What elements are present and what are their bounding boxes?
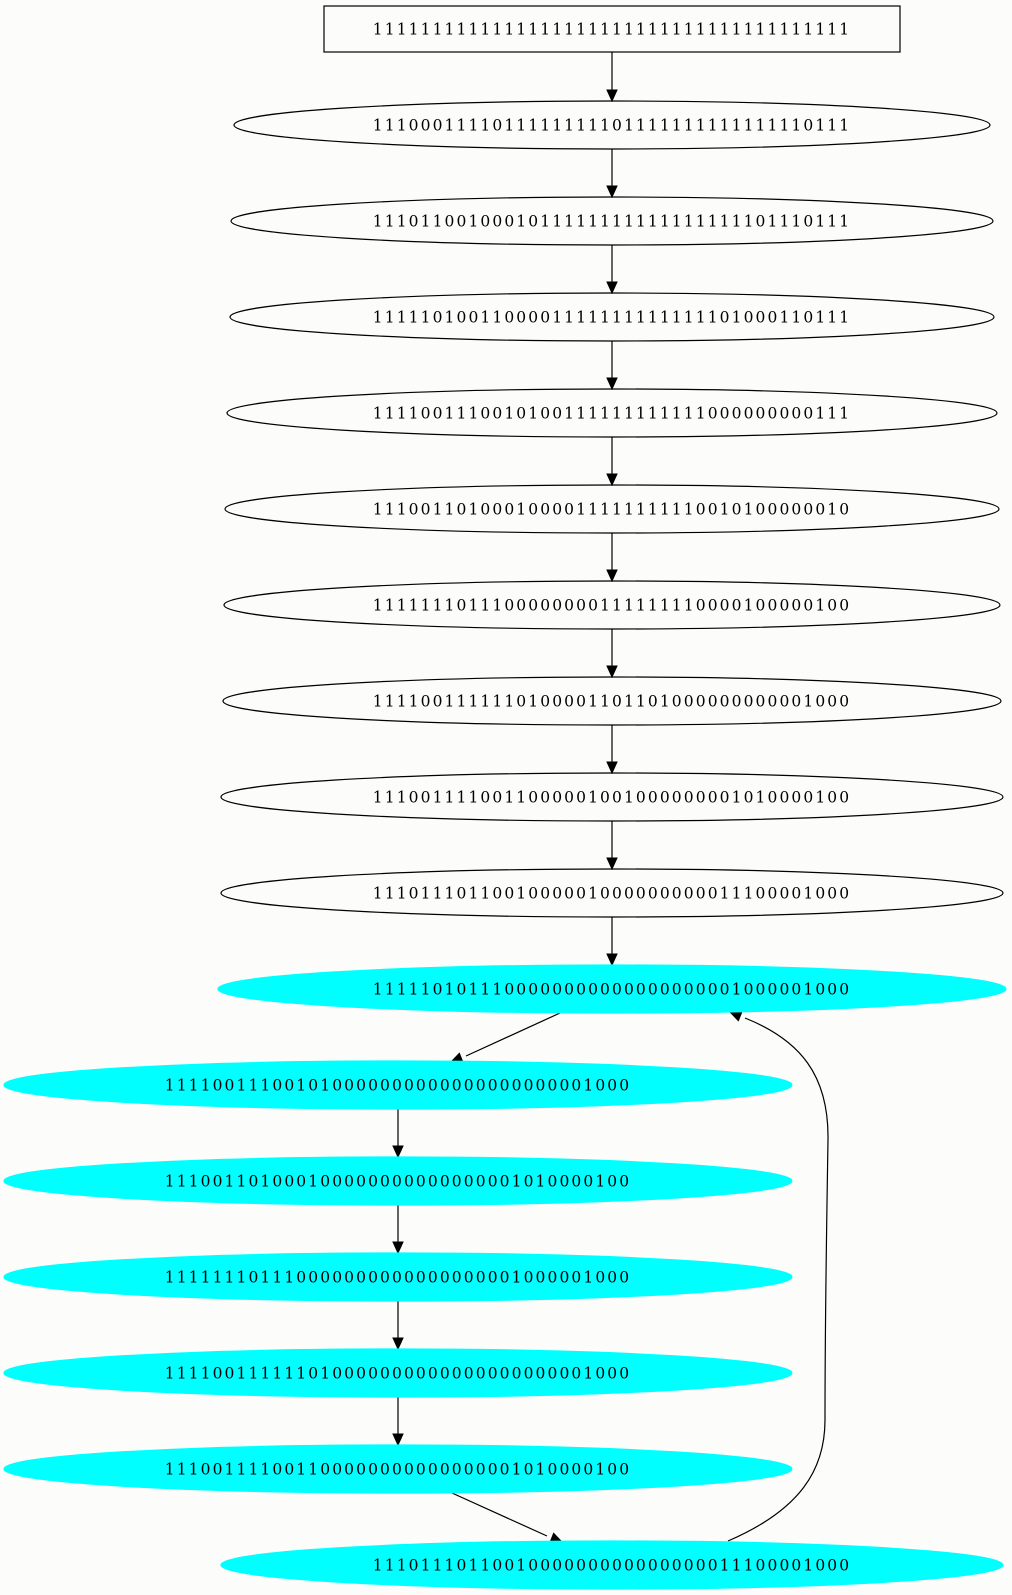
edge-n11-n12 <box>392 1109 404 1159</box>
arrowhead <box>606 281 618 295</box>
arrowhead <box>606 857 618 871</box>
arrowhead <box>606 665 618 679</box>
node-label: 1111001111110100001101101000000000001000 <box>373 693 851 711</box>
node-label: 1110001111011111111101111111111111110111 <box>373 117 851 135</box>
node-label: 1110110010001011111111111111111101110111 <box>373 213 851 231</box>
edge-n10-n11 <box>449 1012 561 1064</box>
nodes-layer: 1111111111111111111111111111111111111111… <box>3 5 1007 1590</box>
arrowhead <box>606 89 618 103</box>
node-label: 1110011110011000001001000000001010000100 <box>373 789 851 807</box>
node-label: 1111111011100000000111111110000100000100 <box>373 597 851 615</box>
node-n16: 1110111011001000000000000000011100001000 <box>220 1540 1004 1590</box>
node-ellipse <box>223 580 1001 630</box>
edge-n2-n3 <box>606 245 618 295</box>
node-ellipse <box>220 868 1004 918</box>
node-ellipse <box>230 196 994 246</box>
node-label: 111001111001100000000000000001010000100 <box>165 1461 632 1479</box>
node-n1: 1110001111011111111101111111111111110111 <box>233 100 991 150</box>
node-ellipse <box>3 1060 793 1110</box>
node-ellipse <box>222 676 1002 726</box>
edge-n9-n10 <box>606 917 618 967</box>
node-ellipse <box>217 964 1007 1014</box>
arrowhead <box>392 1145 404 1159</box>
edge-line <box>465 1012 561 1057</box>
node-n2: 1110110010001011111111111111111101110111 <box>230 196 994 246</box>
node-label: 1111101001100001111111111111101000110111 <box>373 309 851 327</box>
arrowhead <box>392 1337 404 1351</box>
edge-line <box>451 1492 548 1537</box>
node-n13: 111111101110000000000000000001000001000 <box>3 1252 793 1302</box>
edge-n5-n6 <box>606 533 618 583</box>
node-label: 1110011010001000011111111110010100000010 <box>373 501 851 519</box>
arrowhead <box>606 569 618 583</box>
node-n7: 1111001111110100001101101000000000001000 <box>222 676 1002 726</box>
node-n14: 111100111111010000000000000000000001000 <box>3 1348 793 1398</box>
edge-line <box>727 1017 829 1542</box>
node-n3: 1111101001100001111111111111101000110111 <box>229 292 995 342</box>
node-label: 1110111011001000001000000000011100001000 <box>373 885 851 903</box>
edge-n6-n7 <box>606 629 618 679</box>
node-n5: 1110011010001000011111111110010100000010 <box>224 484 1000 534</box>
arrowhead <box>606 377 618 391</box>
node-n11: 111100111001010000000000000000000001000 <box>3 1060 793 1110</box>
node-n6: 1111111011100000000111111110000100000100 <box>223 580 1001 630</box>
edge-n1-n2 <box>606 149 618 199</box>
node-ellipse <box>220 772 1004 822</box>
node-label: 1110111011001000000000000000011100001000 <box>373 1557 851 1575</box>
arrowhead <box>606 953 618 967</box>
arrowhead <box>392 1241 404 1255</box>
node-n8: 1110011110011000001001000000001010000100 <box>220 772 1004 822</box>
node-n15: 111001111001100000000000000001010000100 <box>3 1444 793 1494</box>
node-label: 111001101000100000000000000001010000100 <box>165 1173 632 1191</box>
node-ellipse <box>3 1444 793 1494</box>
node-n4: 1111001110010100111111111111000000000111 <box>226 388 998 438</box>
node-n9: 1110111011001000001000000000011100001000 <box>220 868 1004 918</box>
node-label: 111111101110000000000000000001000001000 <box>165 1269 632 1287</box>
node-label: 1111001110010100111111111111000000000111 <box>373 405 851 423</box>
arrowhead <box>606 761 618 775</box>
edge-n0-n1 <box>606 52 618 103</box>
node-ellipse <box>3 1156 793 1206</box>
edge-n3-n4 <box>606 341 618 391</box>
node-ellipse <box>229 292 995 342</box>
node-n12: 111001101000100000000000000001010000100 <box>3 1156 793 1206</box>
node-ellipse <box>224 484 1000 534</box>
node-label: 111100111001010000000000000000000001000 <box>165 1077 632 1095</box>
arrowhead <box>392 1433 404 1447</box>
node-ellipse <box>226 388 998 438</box>
edges-layer <box>392 52 829 1544</box>
edge-n13-n14 <box>392 1301 404 1351</box>
edge-n14-n15 <box>392 1397 404 1447</box>
edge-n8-n9 <box>606 821 618 871</box>
arrowhead <box>606 473 618 487</box>
node-ellipse <box>3 1348 793 1398</box>
node-ellipse <box>220 1540 1004 1590</box>
edge-n4-n5 <box>606 437 618 487</box>
arrowhead <box>728 1010 743 1022</box>
edge-n15-n16 <box>451 1492 564 1544</box>
node-ellipse <box>3 1252 793 1302</box>
node-label: 111100111111010000000000000000000001000 <box>165 1365 632 1383</box>
node-label: 1111111111111111111111111111111111111111 <box>373 21 851 39</box>
arrowhead <box>606 185 618 199</box>
node-n10: 1111101011100000000000000000001000001000 <box>217 964 1007 1014</box>
node-label: 1111101011100000000000000000001000001000 <box>373 981 851 999</box>
edge-n12-n13 <box>392 1205 404 1255</box>
edge-n7-n8 <box>606 725 618 775</box>
node-ellipse <box>233 100 991 150</box>
node-box <box>323 5 901 53</box>
node-n0: 1111111111111111111111111111111111111111 <box>323 5 901 53</box>
